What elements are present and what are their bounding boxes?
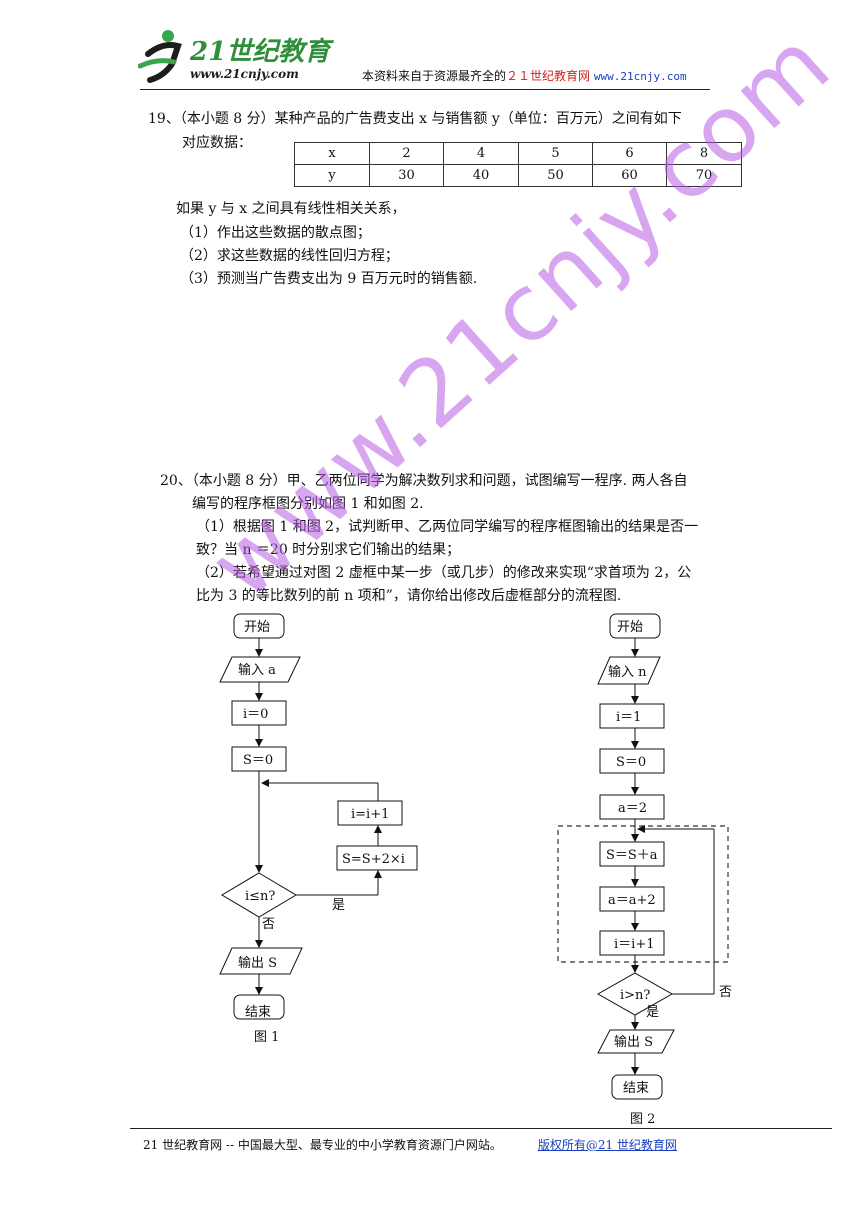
fig2-output-box [597,1029,675,1054]
table-cell: 4 [443,142,519,165]
fig1-update-label: S=S+2×i [342,852,405,867]
flowchart-fig1: 开始 输入 a i＝0 S＝0 i=i+1 S=S+2×i i≤n? 是 否 输… [219,613,418,1045]
fig2-init-a-box [599,794,665,820]
q19-item1: （1）作出这些数据的散点图； [180,225,371,241]
fig2-no-label: 否 [719,985,732,1000]
fig1-init-s-label: S＝0 [243,753,273,768]
header-url: www.21cnjy.com [593,70,687,83]
q20-item2a: （2）若希望通过对图 2 虚框中某一步（或几步）的修改来实现“求首项为 2，公 [196,565,692,581]
site-logo: 21世纪教育 www.21cnjy.com [138,30,334,83]
q20-item1b: 致？当 n ＝20 时分别求它们输出的结果； [196,542,461,558]
q19-line3: 如果 y 与 x 之间具有线性相关关系， [176,201,406,217]
table-cell: 6 [592,142,667,165]
flowchart-fig2: 开始 输入 n i＝1 S＝0 a＝2 S＝S＋a a＝a+2 i＝i+1 i>… [557,613,732,1127]
header-site-name: ２１世纪教育网 [506,69,591,83]
fig2-update-s-box [599,841,665,867]
fig2-update-s-label: S＝S＋a [606,848,658,863]
table-cell: 40 [443,164,519,187]
table-cell: 30 [369,164,444,187]
fig1-end-label: 结束 [245,1005,271,1020]
q19-item2: （2）求这些数据的线性回归方程； [180,248,399,264]
q19-line2: 对应数据： [182,135,252,151]
fig1-yes-label: 是 [332,898,345,913]
fig1-output-box [219,947,303,975]
fig1-inc-box [337,800,403,826]
fig2-yes-label: 是 [646,1005,659,1020]
table-row: y 30 40 50 60 70 [294,164,742,187]
fig2-init-s-box [599,748,665,774]
logo-text: 21世纪教育 [189,37,334,67]
q19-data-table: x 2 4 5 6 8 y 30 40 50 60 70 [294,142,742,187]
fig2-init-i-label: i＝1 [616,710,641,725]
fig1-init-i-label: i＝0 [243,707,268,722]
runner-icon [138,30,182,83]
fig1-no-label: 否 [262,917,275,932]
fig1-start-label: 开始 [244,620,270,635]
header-note: 本资料来自于资源最齐全的２１世纪教育网 www.21cnjy.com [362,69,687,83]
table-row: x 2 4 5 6 8 [294,142,742,165]
fig1-end-box [233,994,285,1020]
fig2-input-label: 输入 n [608,664,647,680]
fig2-end-label: 结束 [623,1081,649,1096]
table-cell: 50 [518,164,593,187]
fig1-cond-label: i≤n? [245,889,275,904]
q20-line1: 20、（本小题 8 分）甲、乙两位同学为解决数列求和问题，试图编写一程序. 两人… [160,473,688,489]
fig1-init-i-box [231,700,287,726]
q20-item2b: 比为 3 的等比数列的前 n 项和”，请你给出修改后虚框部分的流程图. [196,588,622,604]
footer: 21 世纪教育网 -- 中国最大型、最专业的中小学教育资源门户网站。 版权所有@2… [143,1136,677,1153]
fig2-end-box [611,1074,663,1100]
fig2-caption: 图 2 [630,1112,655,1127]
footer-divider [130,1128,832,1129]
footer-text: 21 世纪教育网 -- 中国最大型、最专业的中小学教育资源门户网站。 [143,1138,502,1152]
fig1-init-s-box [231,746,287,772]
fig1-caption: 图 1 [254,1030,279,1045]
table-cell: x [294,142,370,165]
table-cell: y [294,164,370,187]
fig1-input-label: 输入 a [238,662,276,678]
header-divider [140,89,710,90]
q20-item1a: （1）根据图 1 和图 2，试判断甲、乙两位同学编写的程序框图输出的结果是否一 [196,519,699,535]
fig2-init-i-box [599,703,665,729]
fig1-input-box [219,656,301,683]
fig2-inc-label: i＝i+1 [614,937,654,952]
fig2-init-s-label: S＝0 [616,755,646,770]
fig2-input-box [597,656,661,685]
fig2-output-label: 输出 S [614,1034,653,1050]
table-cell: 60 [592,164,667,187]
fig2-inc-box [599,930,665,956]
footer-copyright-link[interactable]: 版权所有@21 世纪教育网 [537,1138,677,1152]
table-cell: 5 [518,142,593,165]
q20-line2: 编写的程序框图分别如图 1 和如图 2. [192,496,424,512]
fig1-inc-label: i=i+1 [351,807,389,822]
fig1-output-label: 输出 S [238,955,277,971]
fig2-init-a-label: a＝2 [618,801,647,816]
logo-url: www.21cnjy.com [190,67,299,81]
fig2-update-a-box [599,886,665,912]
q19-item3: （3）预测当广告费支出为 9 百万元时的销售额. [180,271,478,287]
table-cell: 70 [666,164,742,187]
fig2-start-label: 开始 [617,620,643,635]
fig2-cond-label: i>n? [620,988,650,1003]
q19-line1: 19、（本小题 8 分）某种产品的广告费支出 x 与销售额 y（单位：百万元）之… [148,111,682,127]
table-cell: 8 [666,142,742,165]
fig2-update-a-label: a＝a+2 [608,893,656,908]
table-cell: 2 [369,142,444,165]
